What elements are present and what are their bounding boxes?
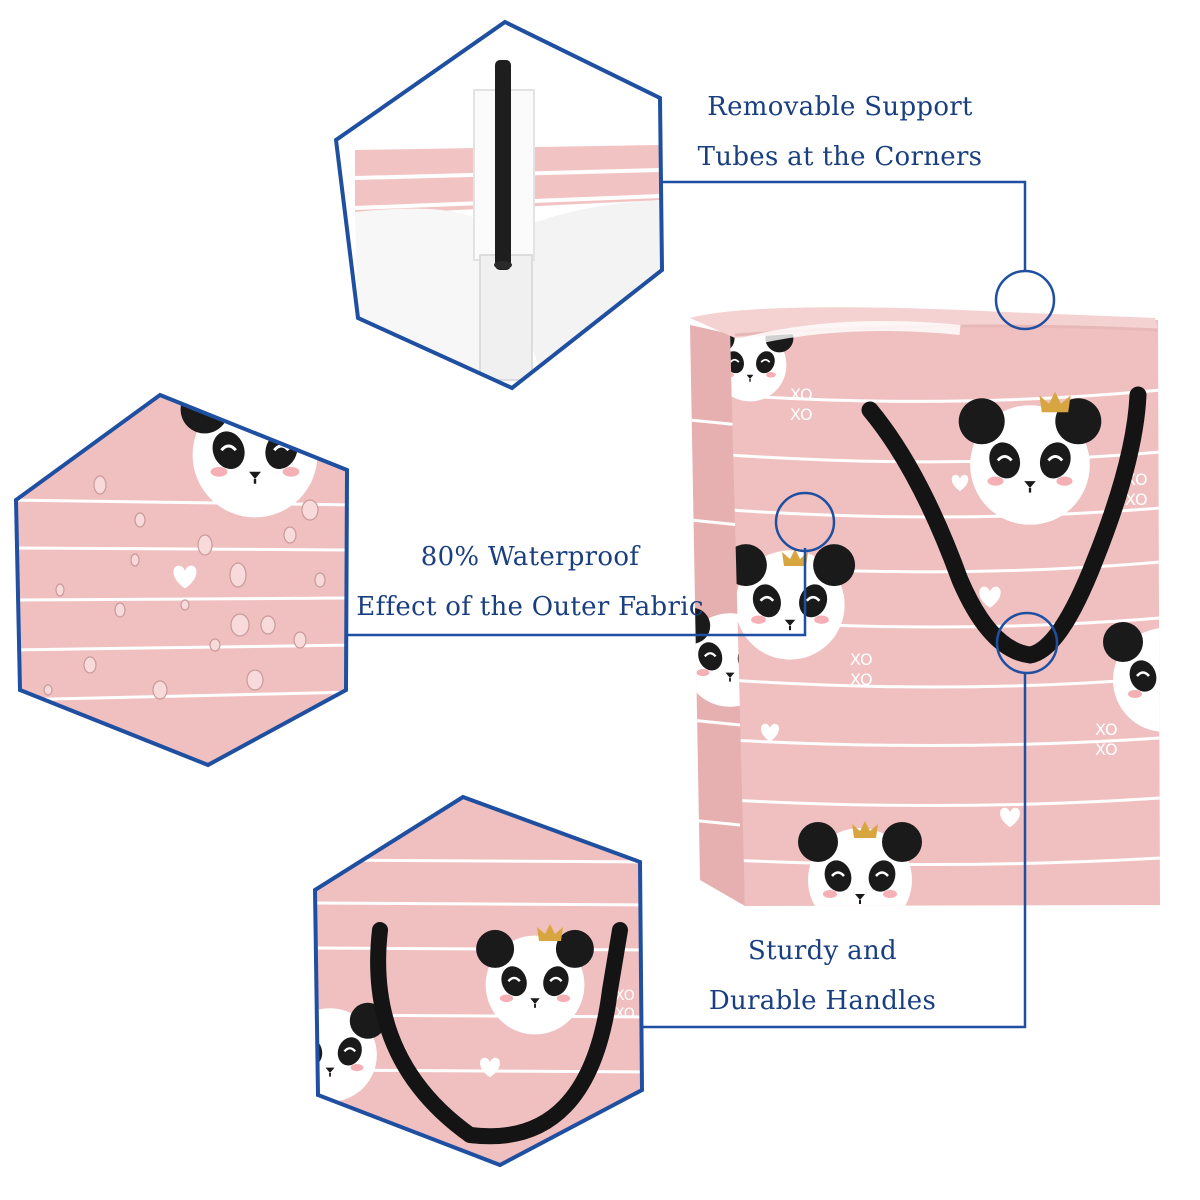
callout-text: Sturdy and [748,936,897,966]
callout-text: 80% Waterproof [420,542,640,572]
handle-detail: XO XO [315,797,642,1165]
support-tube-detail [336,22,662,388]
waterproof-fabric-detail [16,395,347,765]
xoxo-text: XO [615,1006,635,1022]
basket-handle [861,386,1147,664]
callout-text: Tubes at the Corners [697,142,983,172]
callout-waterproof: 80% Waterproof Effect of the Outer Fabri… [350,532,710,632]
hexagon-frame-waterproof [13,392,350,768]
laundry-basket: XO XO XO XO XO XO XO XO [690,307,1160,906]
hexagon-frame-tubes [333,19,665,391]
callout-support-tubes: Removable Support Tubes at the Corners [690,82,990,182]
xoxo-text: XO [850,670,873,689]
callout-handles: Sturdy and Durable Handles [700,926,945,1026]
xoxo-text: XO [790,405,813,424]
xoxo-text: XO [1125,490,1148,509]
xoxo-text: XO [1095,740,1118,759]
callout-text: Durable Handles [708,986,937,1016]
callout-lines [348,180,1059,1029]
callout-text: Removable Support [707,92,973,122]
xoxo-text: XO [615,988,635,1004]
callout-text: Effect of the Outer Fabric [356,592,704,622]
xoxo-text: XO [790,385,813,404]
xoxo-text: XO [1095,720,1118,739]
hexagon-frame-handles [312,794,645,1168]
xoxo-text: XO [850,650,873,669]
